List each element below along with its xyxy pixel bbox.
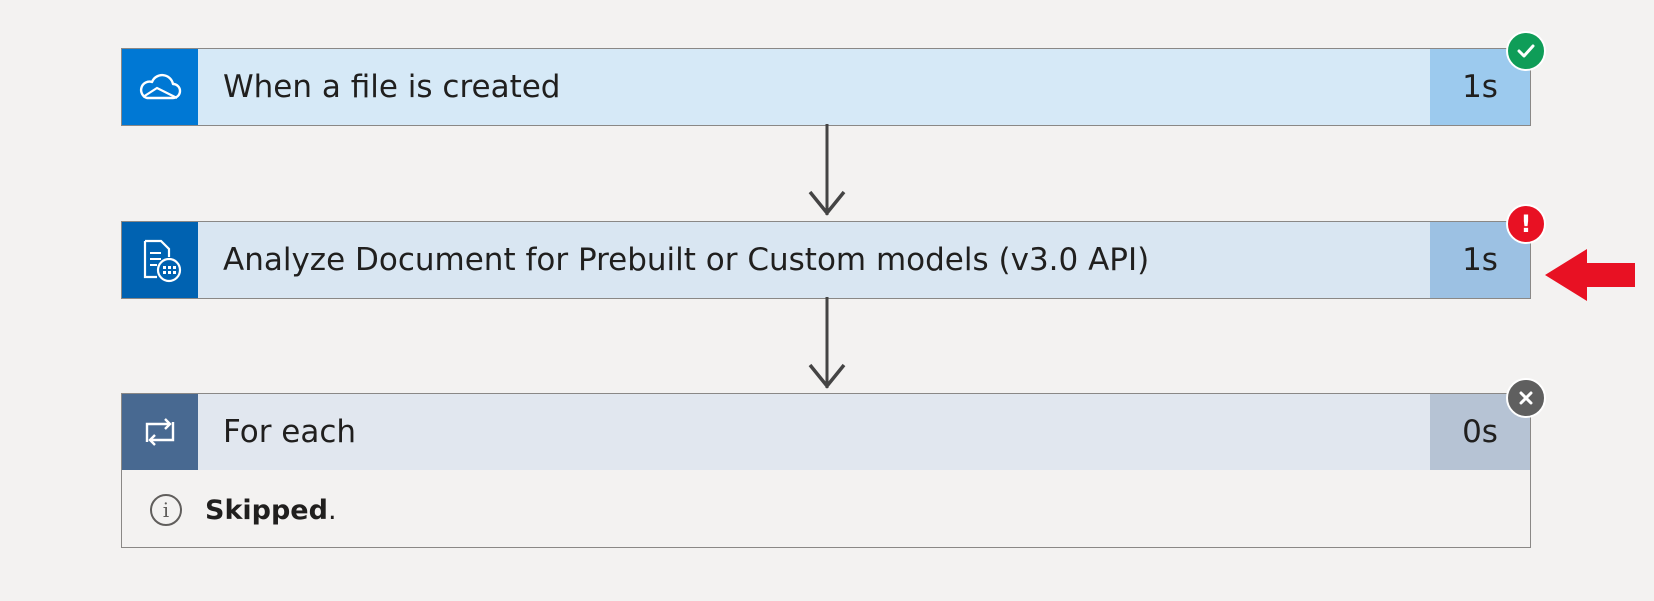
pointer-arrow-icon xyxy=(1545,249,1635,301)
status-skipped-icon xyxy=(1506,378,1546,418)
form-recognizer-icon-box xyxy=(122,222,198,298)
status-failed-icon: ! xyxy=(1506,204,1546,244)
connector-arrow-1 xyxy=(808,124,846,216)
connector-arrow-2 xyxy=(808,297,846,389)
loop-icon xyxy=(145,418,175,446)
step-duration: 0s xyxy=(1430,394,1530,470)
step-title: For each xyxy=(223,414,357,450)
step-card-analyze-document[interactable]: Analyze Document for Prebuilt or Custom … xyxy=(121,221,1531,299)
skipped-period: . xyxy=(327,494,337,526)
status-succeeded-icon xyxy=(1506,31,1546,71)
onedrive-icon-box xyxy=(122,49,198,125)
step-card-trigger[interactable]: When a file is created 1s xyxy=(121,48,1531,126)
step-card-for-each[interactable]: For each 0s i Skipped. xyxy=(121,393,1531,548)
for-each-header[interactable]: For each 0s xyxy=(122,394,1530,470)
step-title: Analyze Document for Prebuilt or Custom … xyxy=(223,242,1150,278)
skipped-message: i Skipped. xyxy=(150,490,337,530)
step-title: When a file is created xyxy=(223,69,561,105)
loop-icon-box xyxy=(122,394,198,470)
cloud-icon xyxy=(139,73,182,100)
info-icon: i xyxy=(150,494,182,526)
document-table-icon xyxy=(143,239,182,283)
skipped-label: Skipped xyxy=(205,494,328,526)
